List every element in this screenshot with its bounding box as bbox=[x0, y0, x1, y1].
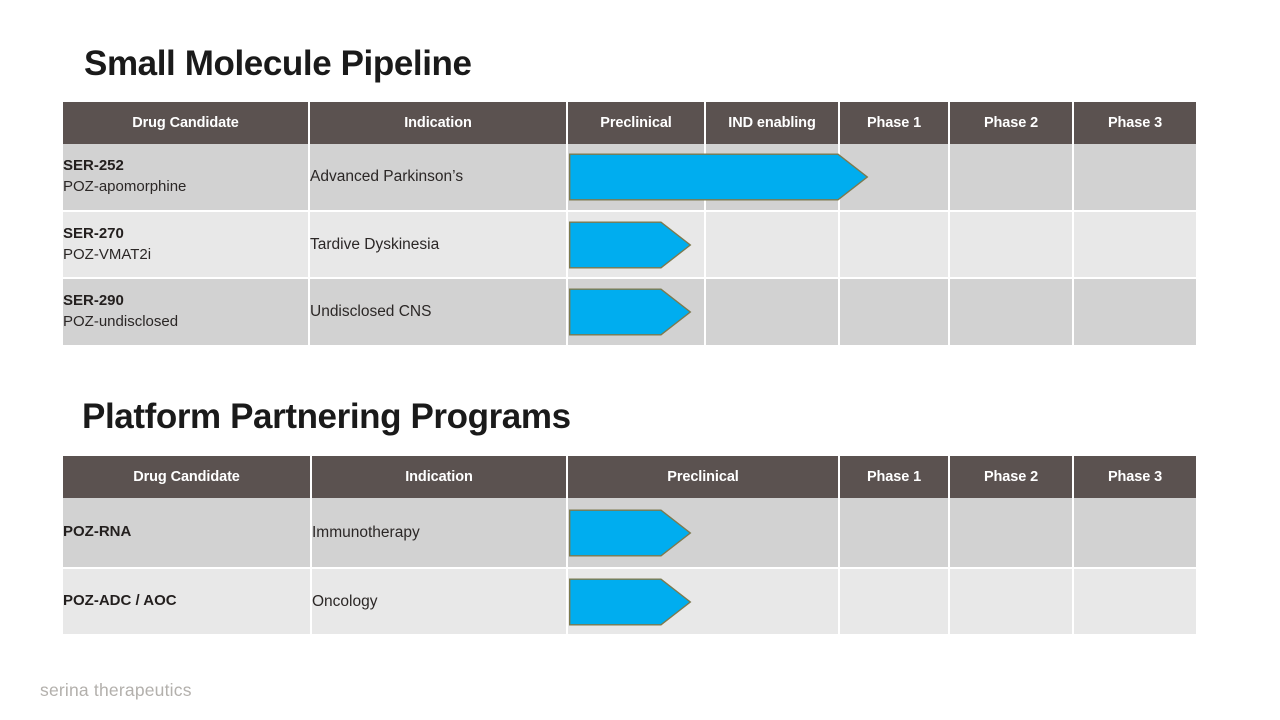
candidate-subtitle: POZ-undisclosed bbox=[63, 313, 179, 330]
cell-drug-candidate: POZ-RNA bbox=[63, 498, 312, 569]
cell-progress-preclinical bbox=[567, 144, 869, 212]
cell-phase-2 bbox=[949, 498, 1074, 569]
progress-arrow bbox=[568, 508, 692, 556]
cell-drug-candidate: POZ-ADC / AOC bbox=[63, 568, 312, 634]
cell-drug-candidate: SER-290 POZ-undisclosed bbox=[63, 278, 310, 345]
cell-phase-1 bbox=[839, 498, 950, 569]
pipeline-table-small-molecule: Drug Candidate Indication Preclinical IN… bbox=[63, 102, 1196, 345]
cell-phase-ind-enabling bbox=[705, 278, 840, 345]
cell-phase-2 bbox=[949, 278, 1074, 345]
table-row: POZ-ADC / AOC Oncology bbox=[63, 568, 1196, 634]
table-row: SER-290 POZ-undisclosed Undisclosed CNS bbox=[63, 278, 1196, 345]
column-header-phase-3: Phase 3 bbox=[1073, 102, 1196, 144]
pipeline-table-platform: Drug Candidate Indication Preclinical Ph… bbox=[63, 456, 1196, 634]
cell-phase-3 bbox=[1073, 568, 1196, 634]
column-header-preclinical: Preclinical bbox=[567, 102, 706, 144]
column-header-preclinical: Preclinical bbox=[567, 456, 840, 498]
candidate-name: SER-252 bbox=[63, 157, 124, 175]
column-header-phase-2: Phase 2 bbox=[949, 456, 1074, 498]
candidate-name: SER-290 bbox=[63, 292, 124, 310]
cell-drug-candidate: SER-270 POZ-VMAT2i bbox=[63, 211, 310, 279]
table-row: POZ-RNA Immunotherapy bbox=[63, 498, 1196, 569]
cell-phase-3 bbox=[1073, 211, 1196, 279]
candidate-name: POZ-ADC / AOC bbox=[63, 592, 177, 610]
candidate-subtitle: POZ-VMAT2i bbox=[63, 245, 152, 263]
section-title-small-molecule: Small Molecule Pipeline bbox=[84, 44, 472, 83]
cell-phase-1 bbox=[839, 278, 950, 345]
progress-arrow bbox=[568, 153, 869, 201]
column-header-indication: Indication bbox=[309, 102, 568, 144]
cell-phase-ind-enabling bbox=[705, 211, 840, 279]
cell-indication: Tardive Dyskinesia bbox=[309, 211, 568, 279]
cell-phase-2 bbox=[949, 144, 1074, 212]
cell-progress-preclinical bbox=[567, 498, 840, 569]
cell-phase-1 bbox=[839, 144, 950, 212]
column-header-phase-1: Phase 1 bbox=[839, 102, 950, 144]
cell-indication: Advanced Parkinson’s bbox=[309, 144, 568, 212]
cell-phase-3 bbox=[1073, 144, 1196, 212]
cell-phase-2 bbox=[949, 568, 1074, 634]
column-header-indication: Indication bbox=[311, 456, 568, 498]
progress-arrow bbox=[568, 220, 692, 268]
cell-indication: Undisclosed CNS bbox=[309, 278, 568, 345]
column-header-phase-3: Phase 3 bbox=[1073, 456, 1196, 498]
cell-progress-preclinical bbox=[567, 211, 706, 279]
progress-arrow bbox=[568, 577, 692, 625]
cell-phase-1 bbox=[839, 211, 950, 279]
cell-indication: Oncology bbox=[311, 568, 568, 634]
column-header-phase-2: Phase 2 bbox=[949, 102, 1074, 144]
cell-progress-preclinical bbox=[567, 278, 706, 345]
column-header-drug-candidate: Drug Candidate bbox=[63, 102, 310, 144]
cell-phase-3 bbox=[1073, 278, 1196, 345]
cell-progress-preclinical bbox=[567, 568, 840, 634]
column-header-phase-1: Phase 1 bbox=[839, 456, 950, 498]
section-title-platform: Platform Partnering Programs bbox=[82, 397, 571, 436]
column-header-ind-enabling: IND enabling bbox=[705, 102, 840, 144]
candidate-subtitle: POZ-apomorphine bbox=[63, 178, 187, 195]
candidate-name: SER-270 bbox=[63, 224, 124, 242]
table-row: SER-270 POZ-VMAT2i Tardive Dyskinesia bbox=[63, 211, 1196, 279]
candidate-name: POZ-RNA bbox=[63, 523, 132, 541]
cell-drug-candidate: SER-252 POZ-apomorphine bbox=[63, 144, 310, 212]
table-header-row: Drug Candidate Indication Preclinical IN… bbox=[63, 102, 1196, 144]
table-header-row: Drug Candidate Indication Preclinical Ph… bbox=[63, 456, 1196, 498]
company-wordmark: serina therapeutics bbox=[40, 680, 192, 700]
column-header-drug-candidate: Drug Candidate bbox=[63, 456, 312, 498]
cell-phase-3 bbox=[1073, 498, 1196, 569]
table-row: SER-252 POZ-apomorphine Advanced Parkins… bbox=[63, 144, 1196, 212]
cell-indication: Immunotherapy bbox=[311, 498, 568, 569]
cell-phase-1 bbox=[839, 568, 950, 634]
cell-phase-2 bbox=[949, 211, 1074, 279]
progress-arrow bbox=[568, 288, 692, 336]
